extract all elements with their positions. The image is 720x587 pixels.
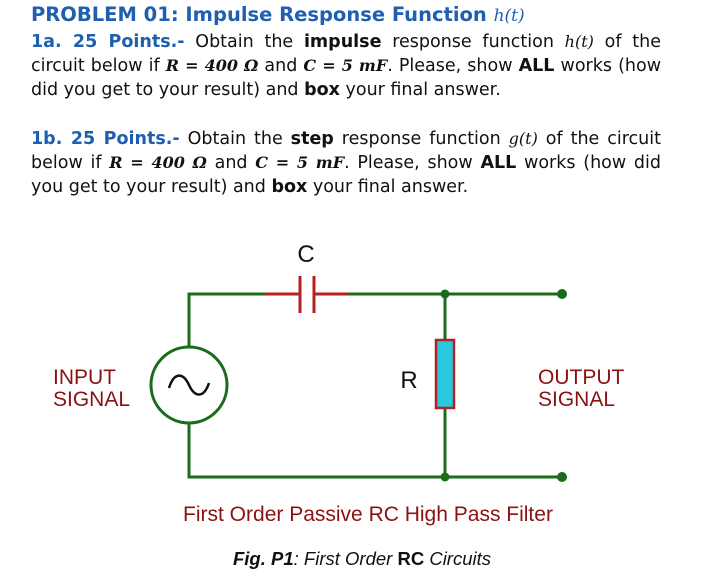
part-b-text-4: and	[206, 153, 256, 173]
rc-circuit-diagram: C R INPUT SIGNAL OUTPUT SIGNAL	[53, 241, 625, 482]
part-a-text: 1a. 25 Points.- Obtain the impulse respo…	[31, 30, 661, 102]
part-a-keyword: impulse	[303, 32, 382, 52]
part-a-text-3: of the circuit below if	[31, 32, 661, 76]
problem-title: PROBLEM 01: Impulse Response Function h(…	[31, 3, 525, 26]
figure-rc: RC	[397, 548, 425, 569]
part-b-text-2: response function	[333, 129, 509, 149]
circuit-wires	[187, 292, 564, 479]
impulse-symbol: h(t)	[493, 6, 525, 26]
ac-source-icon	[149, 345, 229, 425]
part-a-lead: 1a. 25 Points.-	[31, 32, 185, 52]
part-b-all: ALL	[480, 153, 517, 173]
part-b-lead: 1b. 25 Points.-	[31, 129, 180, 149]
node-output-top	[557, 289, 567, 299]
resistor-symbol	[434, 338, 456, 410]
node-output-bottom	[557, 472, 567, 482]
part-b-box: box	[271, 177, 308, 197]
node-bottom-junction	[440, 472, 450, 482]
part-a-text-7: your final answer.	[339, 80, 501, 100]
part-b-r-value: R = 400 Ω	[109, 153, 207, 172]
part-a-text-1: Obtain the	[184, 32, 304, 52]
part-a-r-eq: R = 400 Ω	[165, 56, 259, 75]
part-a-symbol: h(t)	[564, 32, 594, 51]
figure-sep: :	[293, 548, 299, 569]
part-a-all: ALL	[518, 56, 555, 76]
part-b-text: 1b. 25 Points.- Obtain the step response…	[31, 127, 661, 199]
output-label-line2: SIGNAL	[538, 388, 615, 411]
output-label-line1: OUTPUT	[538, 366, 625, 389]
problem-title-text: PROBLEM 01: Impulse Response Function	[31, 3, 487, 26]
sine-wave-icon	[167, 374, 211, 396]
part-a-c-value: C = 5 mF	[303, 56, 387, 75]
capacitor-symbol	[298, 276, 316, 313]
part-a-text-6: works (how did you get to your result) a…	[31, 56, 662, 100]
part-b-keyword: step	[290, 129, 334, 149]
figure-label: Fig. P1	[232, 548, 294, 569]
filter-caption: First Order Passive RC High Pass Filter	[183, 503, 553, 526]
part-a-text-4: and	[258, 56, 304, 76]
part-a-text-5: . Please, show	[387, 56, 519, 76]
figure-caption: Fig. P1: First Order RC Circuits	[2, 548, 720, 570]
figure-text-2: Circuits	[424, 548, 491, 569]
capacitor-label: C	[297, 241, 314, 268]
figure-text-1: First Order	[298, 548, 398, 569]
node-top-junction	[440, 289, 450, 299]
part-a-c-eq: C = 5 mF	[303, 56, 388, 75]
part-b-text-5: . Please, show	[344, 153, 481, 173]
part-b-text-1: Obtain the	[179, 129, 291, 149]
part-b-text-7: your final answer.	[307, 177, 469, 197]
part-a-r-value: R = 400 Ω	[166, 56, 259, 75]
part-b-c-value: C = 5 mF	[255, 153, 344, 172]
input-label-line1: INPUT	[53, 366, 116, 389]
part-a-text-2: response function	[381, 32, 565, 52]
part-b-r-eq: R = 400 Ω	[109, 153, 207, 172]
resistor-label: R	[400, 367, 417, 394]
part-a-box: box	[304, 80, 340, 100]
part-b-text-6: works (how did you get to your result) a…	[31, 153, 661, 197]
part-b-symbol: g(t)	[508, 129, 538, 148]
part-b-text-3: of the circuit below if	[31, 129, 661, 173]
input-label-line2: SIGNAL	[53, 388, 130, 411]
circuit-nodes	[440, 289, 567, 482]
part-b-c-eq: C = 5 mF	[255, 153, 345, 172]
